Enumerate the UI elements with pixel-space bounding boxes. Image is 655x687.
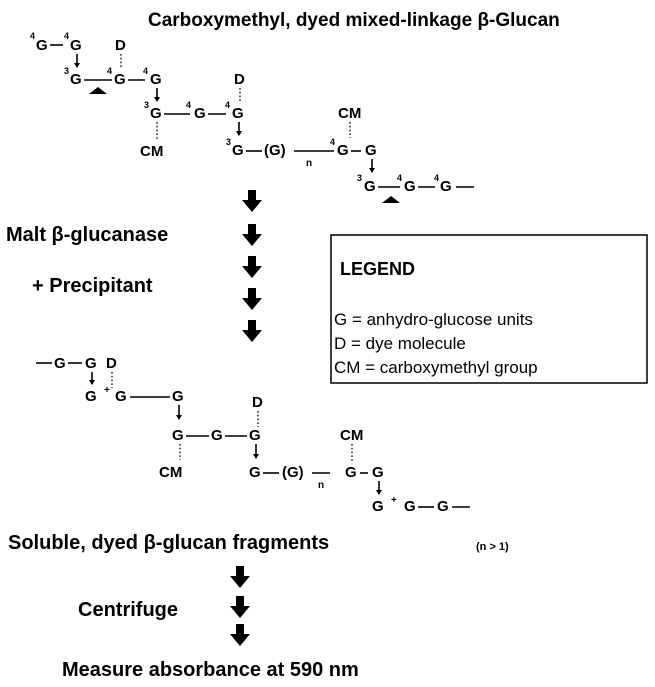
link-label: 4 <box>64 31 69 41</box>
glucose-unit: G <box>404 498 416 515</box>
cleavage-mark: + <box>104 385 110 396</box>
legend-item-dye: D = dye molecule <box>334 334 466 353</box>
cleavage-site-arrow <box>382 196 400 203</box>
glucose-unit: G <box>150 71 162 88</box>
glucose-unit: G <box>345 464 357 481</box>
glucose-unit: G <box>437 498 449 515</box>
dye-molecule: D <box>252 394 263 411</box>
dye-molecule: D <box>106 355 117 372</box>
glucose-unit: G <box>114 71 126 88</box>
process-arrows-enzyme <box>242 190 262 342</box>
glucose-unit: G <box>172 427 184 444</box>
legend-box: LEGEND G = anhydro-glucose units D = dye… <box>330 234 648 384</box>
glucose-unit: G <box>364 178 376 195</box>
glucose-unit: G <box>172 388 184 405</box>
glucose-unit: G <box>115 388 127 405</box>
dye-molecule: D <box>115 37 126 54</box>
link-label: 4 <box>186 100 191 110</box>
glucose-unit: G <box>70 37 82 54</box>
carboxymethyl-group: CM <box>159 464 182 481</box>
link-label: 4 <box>434 173 439 183</box>
glucose-unit: G <box>337 142 349 159</box>
legend-title: LEGEND <box>340 259 415 279</box>
intact-glucan-structure: 4 G 4 G D 3 G 4 G 4 G D 3 G 4 G 4 G CM <box>30 31 474 203</box>
glucose-unit: G <box>404 178 416 195</box>
link-label: 4 <box>397 173 402 183</box>
process-arrows-centrifuge <box>230 566 250 646</box>
repeat-subscript: n <box>318 480 324 491</box>
glucose-unit: G <box>194 105 206 122</box>
carboxymethyl-group: CM <box>338 105 361 122</box>
carboxymethyl-group: CM <box>140 143 163 160</box>
step-fragments: Soluble, dyed β-glucan fragments <box>8 532 329 554</box>
glucose-unit: G <box>85 388 97 405</box>
step-centrifuge: Centrifuge <box>78 599 178 621</box>
dye-molecule: D <box>234 71 245 88</box>
glucose-unit: G <box>85 355 97 372</box>
glucose-unit: G <box>249 464 261 481</box>
step-measure: Measure absorbance at 590 nm <box>62 659 359 681</box>
glucose-unit: G <box>211 427 223 444</box>
repeat-subscript: n <box>306 158 312 169</box>
link-label: 4 <box>30 31 35 41</box>
link-label: 3 <box>357 173 362 183</box>
repeat-units: (G) <box>282 464 304 481</box>
diagram-title: Carboxymethyl, dyed mixed-linkage β-Gluc… <box>148 10 560 31</box>
legend-item-glucose: G = anhydro-glucose units <box>334 310 533 329</box>
down-arrow-icon <box>230 566 250 588</box>
down-arrow-icon <box>242 320 262 342</box>
down-arrow-icon <box>230 624 250 646</box>
link-label: 4 <box>330 137 335 147</box>
fragmented-glucan-structure: G G D G + G G D G G G CM CM G (G) n <box>36 355 470 515</box>
step-enzyme: Malt β-glucanase <box>6 224 168 246</box>
link-label: 4 <box>143 66 148 76</box>
repeat-units: (G) <box>264 142 286 159</box>
legend-item-carboxymethyl: CM = carboxymethyl group <box>334 358 538 377</box>
glucose-unit: G <box>54 355 66 372</box>
down-arrow-icon <box>242 190 262 212</box>
glucose-unit: G <box>150 105 162 122</box>
glucose-unit: G <box>365 142 377 159</box>
down-arrow-icon <box>242 256 262 278</box>
glucose-unit: G <box>70 71 82 88</box>
repeat-note: (n > 1) <box>476 541 509 553</box>
down-arrow-icon <box>242 224 262 246</box>
glucose-unit: G <box>440 178 452 195</box>
glucose-unit: G <box>249 427 261 444</box>
link-label: 3 <box>226 137 231 147</box>
link-label: 4 <box>225 100 230 110</box>
link-label: 4 <box>107 66 112 76</box>
link-label: 3 <box>144 100 149 110</box>
step-precipitant: + Precipitant <box>32 275 153 297</box>
down-arrow-icon <box>242 288 262 310</box>
glucose-unit: G <box>372 498 384 515</box>
glucose-unit: G <box>232 142 244 159</box>
down-arrow-icon <box>230 596 250 618</box>
cleavage-mark: + <box>391 495 397 506</box>
link-label: 3 <box>64 66 69 76</box>
cleavage-site-arrow <box>89 87 107 94</box>
carboxymethyl-group: CM <box>340 427 363 444</box>
glucose-unit: G <box>36 37 48 54</box>
glucose-unit: G <box>372 464 384 481</box>
glucose-unit: G <box>232 105 244 122</box>
